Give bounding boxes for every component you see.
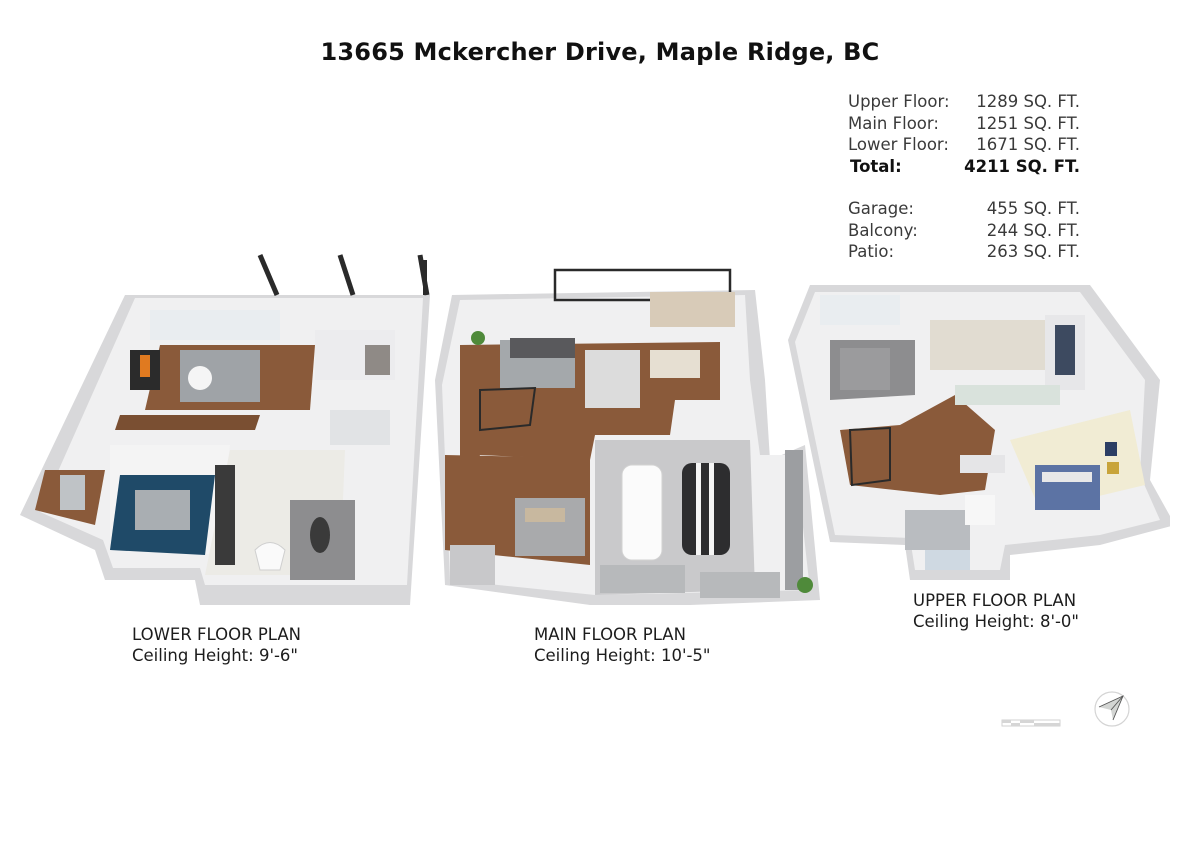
- area-value: 1289 SQ. FT.: [976, 92, 1080, 111]
- area-row-total: Total: 4211 SQ. FT.: [848, 156, 1080, 178]
- lower-floor-plan-image: [20, 254, 430, 605]
- upper-floor-plan-image: [788, 285, 1170, 580]
- plan-name: LOWER FLOOR PLAN: [132, 625, 301, 644]
- area-value: 4211 SQ. FT.: [964, 156, 1080, 176]
- spacer: [848, 177, 1080, 198]
- ceiling-height: Ceiling Height: 10'-5": [534, 646, 711, 665]
- ceiling-height: Ceiling Height: 9'-6": [132, 646, 299, 665]
- lower-floor-label: LOWER FLOOR PLAN Ceiling Height: 9'-6": [132, 624, 301, 666]
- area-value: 455 SQ. FT.: [986, 199, 1080, 218]
- upper-floor-label: UPPER FLOOR PLAN Ceiling Height: 8'-0": [913, 590, 1079, 632]
- area-label: Main Floor:: [848, 113, 939, 133]
- area-label: Garage:: [848, 199, 914, 218]
- area-label: Upper Floor:: [848, 92, 950, 111]
- area-label: Patio:: [848, 242, 895, 261]
- area-value: 263 SQ. FT.: [986, 242, 1080, 261]
- area-value: 1251 SQ. FT.: [976, 113, 1080, 133]
- area-value: 1671 SQ. FT.: [976, 135, 1080, 154]
- area-row-balcony: Balcony: 244 SQ. FT.: [848, 220, 1080, 242]
- area-label: Lower Floor:: [848, 135, 949, 154]
- area-row-lower: Lower Floor: 1671 SQ. FT.: [848, 134, 1080, 156]
- area-row-main: Main Floor: 1251 SQ. FT.: [848, 113, 1080, 135]
- area-label: Total:: [850, 156, 902, 176]
- area-summary: Upper Floor: 1289 SQ. FT. Main Floor: 12…: [848, 91, 1080, 263]
- area-row-patio: Patio: 263 SQ. FT.: [848, 241, 1080, 263]
- page-title: 13665 Mckercher Drive, Maple Ridge, BC: [320, 38, 880, 66]
- main-floor-plan-image: [423, 260, 820, 605]
- plan-name: UPPER FLOOR PLAN: [913, 591, 1077, 610]
- area-label: Balcony:: [848, 220, 918, 240]
- scale-bar-icon: [1001, 719, 1061, 727]
- area-row-upper: Upper Floor: 1289 SQ. FT.: [848, 91, 1080, 113]
- plan-name: MAIN FLOOR PLAN: [534, 625, 686, 644]
- area-value: 244 SQ. FT.: [986, 220, 1080, 240]
- area-row-garage: Garage: 455 SQ. FT.: [848, 198, 1080, 220]
- main-floor-label: MAIN FLOOR PLAN Ceiling Height: 10'-5": [534, 624, 711, 666]
- north-arrow-icon: [1094, 691, 1130, 727]
- ceiling-height: Ceiling Height: 8'-0": [913, 612, 1080, 631]
